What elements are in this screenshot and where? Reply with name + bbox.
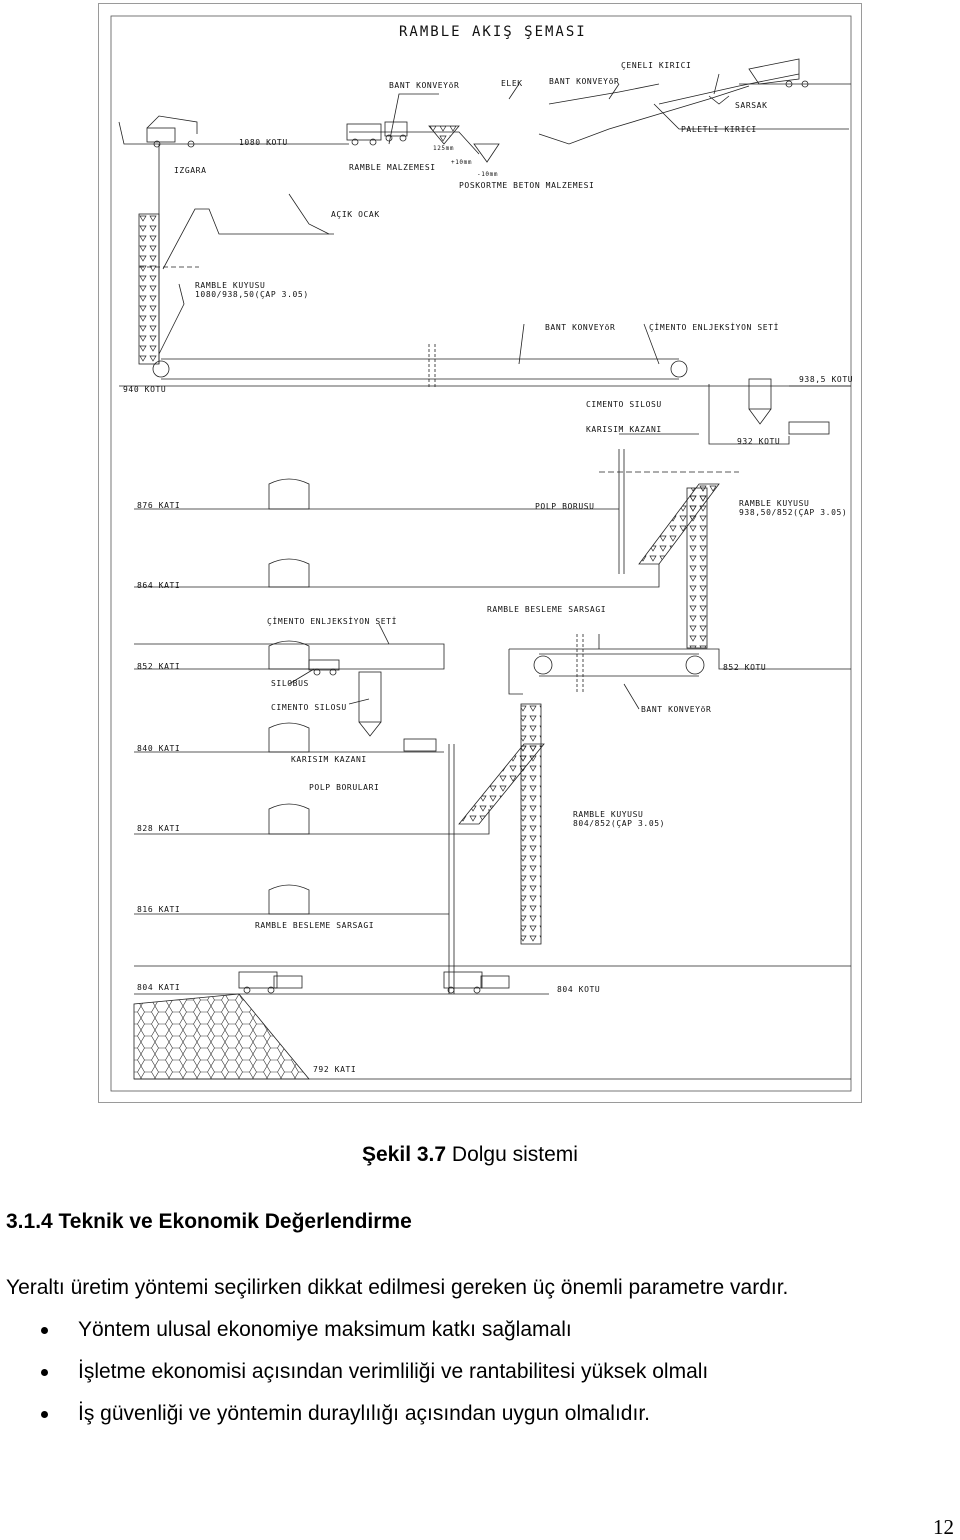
label-ramble-besleme-2: RAMBLE BESLEME SARSAGI <box>255 921 374 930</box>
label-ramble-malzemesi: RAMBLE MALZEMESI <box>349 163 436 172</box>
label-bant-konveyor-4: BANT KONVEYöR <box>641 705 711 714</box>
bullet-dot-icon <box>41 1327 48 1334</box>
label-816-kati: 816 KATI <box>137 905 180 914</box>
label-864-kati: 864 KATI <box>137 581 180 590</box>
flow-diagram-figure: RAMBLE AKIŞ ŞEMASI BANT KONVEYöR ELEK BA… <box>98 3 862 1103</box>
label-932-kotu: 932 KOTU <box>737 437 780 446</box>
label-cimento-enj-2: ÇİMENTO ENLJEKSİYON SETİ <box>267 616 397 626</box>
label-828-kati: 828 KATI <box>137 824 180 833</box>
caption-text: Dolgu sistemi <box>446 1143 578 1166</box>
label-bant-konveyor-3: BANT KONVEYöR <box>545 323 615 332</box>
label-1080-kotu: 1080 KOTU <box>239 138 288 147</box>
label-ramble-kuyusu-1: RAMBLE KUYUSU <box>195 281 265 290</box>
label-polp-borusu: POLP BORUSU <box>535 502 595 511</box>
label-poskortme: POSKORTME BETON MALZEMESI <box>459 181 594 190</box>
caption-label: Şekil 3.7 <box>362 1143 447 1166</box>
label-ramble-kuyusu-2: RAMBLE KUYUSU <box>739 499 809 508</box>
label-cimento-enj-1: ÇİMENTO ENLJEKSİYON SETİ <box>649 322 779 332</box>
label-paletli-kirici: PALETLI KIRICI <box>681 125 757 134</box>
bullet-dot-icon <box>41 1411 48 1418</box>
figure-caption: Şekil 3.7 Dolgu sistemi <box>362 1143 578 1167</box>
label-940-kotu: 940 KOTU <box>123 385 166 394</box>
intro-paragraph: Yeraltı üretim yöntemi seçilirken dikkat… <box>6 1276 789 1299</box>
label-elek: ELEK <box>501 79 523 88</box>
label-876-kati: 876 KATI <box>137 501 180 510</box>
label-852-kotu: 852 KOTU <box>723 663 766 672</box>
label-938-5-kotu: 938,5 KOTU <box>799 375 853 384</box>
label-acik-ocak: AÇIK OCAK <box>331 210 380 219</box>
label-cimento-silosu-2: CIMENTO SILOSU <box>271 703 347 712</box>
label-840-kati: 840 KATI <box>137 744 180 753</box>
label-bant-konveyor-2: BANT KONVEYöR <box>549 77 619 86</box>
section-heading: 3.1.4 Teknik ve Ekonomik Değerlendirme <box>6 1210 412 1233</box>
label-size-minus10: -10mm <box>477 171 498 178</box>
label-izgara: IZGARA <box>174 166 207 175</box>
label-silobus: SILOBUS <box>271 679 309 688</box>
label-792-kati: 792 KATI <box>313 1065 356 1074</box>
label-ramble-kuyusu-3-dim: 804/852(ÇAP 3.05) <box>573 819 665 828</box>
bullet-text: İş güvenliği ve yöntemin duraylılığı açı… <box>78 1402 650 1425</box>
label-ramble-kuyusu-2-dim: 938,50/852(ÇAP 3.05) <box>739 508 847 517</box>
label-cimento-silosu-1: CIMENTO SILOSU <box>586 400 662 409</box>
label-804-kati: 804 KATI <box>137 983 180 992</box>
label-ramble-besleme-1: RAMBLE BESLEME SARSAGI <box>487 605 606 614</box>
label-852-kati: 852 KATI <box>137 662 180 671</box>
label-ceneli-kirici: ÇENELI KIRICI <box>621 61 691 70</box>
label-ramble-kuyusu-1-dim: 1080/938,50(ÇAP 3.05) <box>195 290 309 299</box>
label-karisim-kazani-2: KARISIM KAZANI <box>291 755 367 764</box>
label-sarsak: SARSAK <box>735 101 768 110</box>
label-polp-borulari: POLP BORULARI <box>309 783 379 792</box>
label-size-125: 125mm <box>433 145 454 152</box>
label-804-kotu: 804 KOTU <box>557 985 600 994</box>
label-size-plus10: +10mm <box>451 159 472 166</box>
label-ramble-kuyusu-3: RAMBLE KUYUSU <box>573 810 643 819</box>
bullet-dot-icon <box>41 1369 48 1376</box>
page-number: 12 <box>933 1515 954 1539</box>
diagram-title: RAMBLE AKIŞ ŞEMASI <box>399 24 587 40</box>
label-karisim-kazani-1: KARISIM KAZANI <box>586 425 662 434</box>
bullet-text: İşletme ekonomisi açısından verimliliği … <box>78 1360 709 1383</box>
bullet-text: Yöntem ulusal ekonomiye maksimum katkı s… <box>78 1318 572 1341</box>
label-bant-konveyor-1: BANT KONVEYöR <box>389 81 459 90</box>
